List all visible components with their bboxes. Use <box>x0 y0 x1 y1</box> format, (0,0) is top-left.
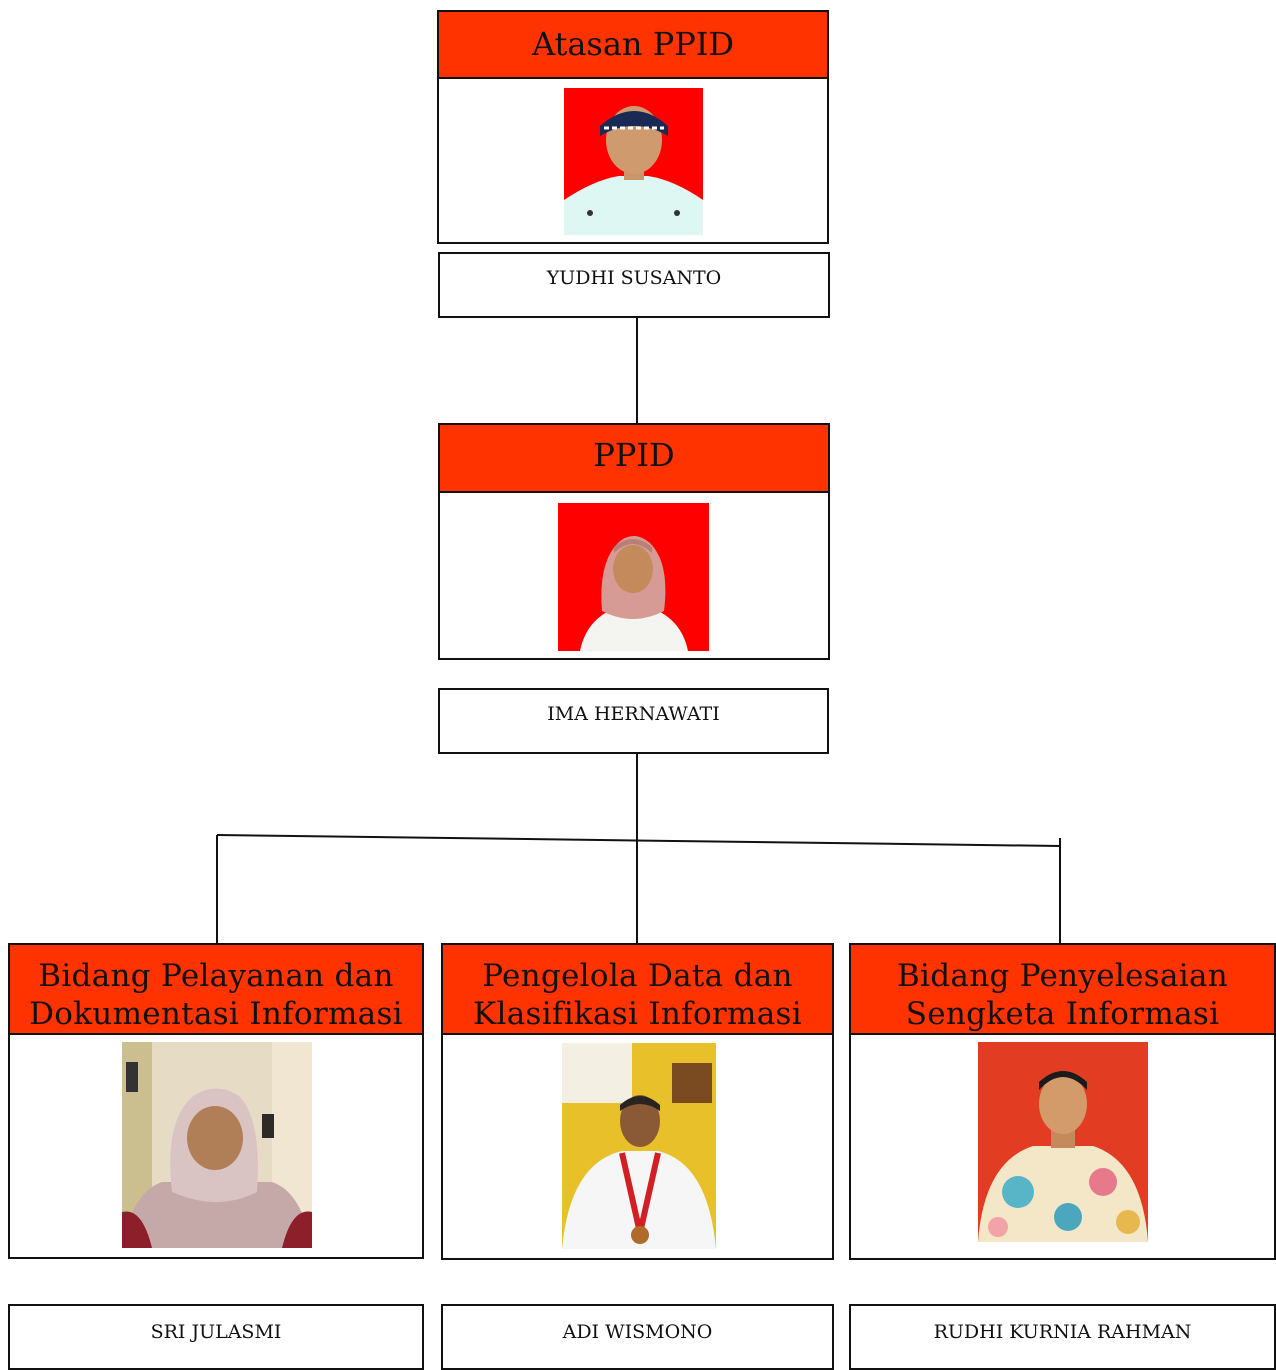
unit-photo-penyelesaian <box>978 1042 1148 1242</box>
atasan-ppid-card: Atasan PPID <box>437 10 829 244</box>
ppid-header: PPID <box>440 425 828 493</box>
unit-name-pengelola: ADI WISMONO <box>562 1321 713 1343</box>
unit-card-penyelesaian: Bidang Penyelesaian Sengketa Informasi <box>849 943 1276 1260</box>
unit-title-line1: Pengelola Data dan <box>482 958 793 994</box>
unit-title-line2: Sengketa Informasi <box>905 996 1220 1032</box>
unit-header-penyelesaian: Bidang Penyelesaian Sengketa Informasi <box>851 945 1274 1035</box>
unit-name-box-pelayanan: SRI JULASMI <box>8 1304 424 1370</box>
ppid-name: IMA HERNAWATI <box>547 703 720 725</box>
atasan-ppid-header: Atasan PPID <box>439 12 827 79</box>
unit-title-line1: Bidang Pelayanan dan <box>38 958 394 994</box>
unit-title-line2: Dokumentasi Informasi <box>29 996 403 1032</box>
unit-name-box-penyelesaian: RUDHI KURNIA RAHMAN <box>849 1304 1276 1370</box>
unit-card-pelayanan: Bidang Pelayanan dan Dokumentasi Informa… <box>8 943 424 1259</box>
unit-name-pelayanan: SRI JULASMI <box>150 1321 282 1343</box>
unit-header-pelayanan: Bidang Pelayanan dan Dokumentasi Informa… <box>10 945 422 1035</box>
ppid-photo <box>558 503 709 651</box>
unit-title-line2: Klasifikasi Informasi <box>473 996 802 1032</box>
ppid-name-box: IMA HERNAWATI <box>438 688 829 754</box>
unit-photo-pengelola <box>562 1043 716 1249</box>
unit-header-pengelola: Pengelola Data dan Klasifikasi Informasi <box>443 945 832 1035</box>
unit-title-line1: Bidang Penyelesaian <box>896 958 1229 994</box>
atasan-ppid-name-box: YUDHI SUSANTO <box>438 252 830 318</box>
atasan-ppid-title: Atasan PPID <box>531 25 735 63</box>
ppid-card: PPID <box>438 423 830 660</box>
unit-name-penyelesaian: RUDHI KURNIA RAHMAN <box>933 1321 1192 1343</box>
ppid-title: PPID <box>593 436 675 474</box>
connector-horizontal <box>216 834 1061 847</box>
unit-photo-pelayanan <box>122 1042 312 1248</box>
unit-card-pengelola: Pengelola Data dan Klasifikasi Informasi <box>441 943 834 1260</box>
unit-name-box-pengelola: ADI WISMONO <box>441 1304 834 1370</box>
atasan-ppid-photo <box>564 88 703 235</box>
atasan-ppid-name: YUDHI SUSANTO <box>546 267 722 289</box>
